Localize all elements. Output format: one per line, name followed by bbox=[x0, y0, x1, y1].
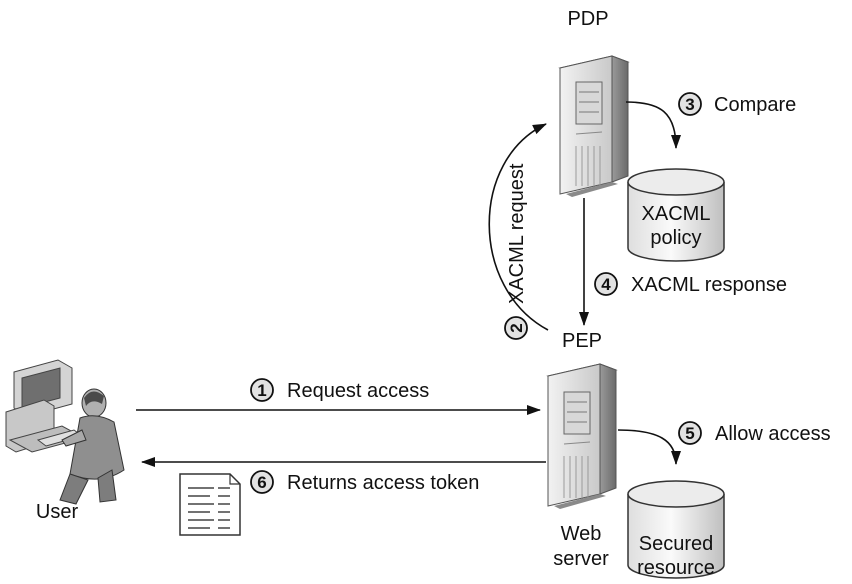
pdp-server-icon bbox=[558, 55, 630, 197]
svg-text:6: 6 bbox=[257, 473, 266, 492]
step-1-label: Request access bbox=[287, 380, 429, 402]
pep-label: PEP bbox=[562, 330, 602, 352]
xacml-policy-label-line1: XACML bbox=[642, 203, 711, 225]
secured-resource-label-line1: Secured bbox=[639, 533, 714, 555]
svg-text:2: 2 bbox=[507, 323, 526, 332]
step-5-badge: 5 bbox=[678, 421, 702, 445]
allow-access-arrow bbox=[617, 429, 681, 465]
svg-text:5: 5 bbox=[685, 424, 694, 443]
web-server-label-line1: Web bbox=[561, 523, 602, 545]
step-3-label: Compare bbox=[714, 94, 796, 116]
step-4-label: XACML response bbox=[631, 274, 787, 296]
web-server-icon bbox=[546, 363, 618, 509]
step-2-group: 2 XACML request bbox=[504, 163, 528, 340]
web-server-label-line2: server bbox=[553, 548, 609, 570]
compare-arrow bbox=[625, 101, 681, 149]
user-label: User bbox=[36, 501, 79, 523]
svg-text:4: 4 bbox=[601, 275, 611, 294]
user-at-computer-icon bbox=[5, 359, 125, 505]
svg-text:1: 1 bbox=[257, 381, 266, 400]
xacml-policy-label-line2: policy bbox=[650, 227, 701, 249]
step-1-badge: 1 bbox=[250, 378, 274, 402]
pdp-label: PDP bbox=[567, 8, 608, 30]
step-4-badge: 4 bbox=[594, 272, 618, 296]
step-6-label: Returns access token bbox=[287, 472, 479, 494]
xacml-policy-database-icon bbox=[627, 168, 725, 262]
step-3-badge: 3 bbox=[678, 92, 702, 116]
access-token-document-icon bbox=[179, 473, 241, 536]
secured-resource-label-line2: resource bbox=[637, 557, 715, 579]
xacml-request-arrow bbox=[488, 123, 549, 331]
step-6-badge: 6 bbox=[250, 470, 274, 494]
step-2-badge: 2 bbox=[504, 316, 528, 340]
svg-text:3: 3 bbox=[685, 95, 694, 114]
step-5-label: Allow access bbox=[715, 423, 831, 445]
step-2-label: XACML request bbox=[506, 163, 528, 304]
secured-resource-database-icon bbox=[627, 480, 725, 579]
